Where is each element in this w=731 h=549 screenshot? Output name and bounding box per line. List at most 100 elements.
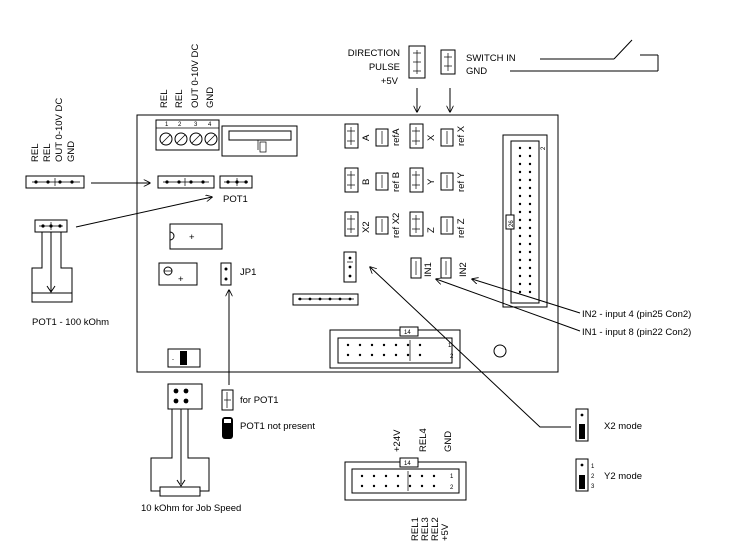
bottom-14pin-header: 14 1 2 <box>344 457 467 501</box>
bottom-label-rel3: REL3 <box>420 517 431 541</box>
axis-label-Y: Y <box>426 178 437 185</box>
jp1-jumper <box>220 262 232 286</box>
ref-label-X2: ref X2 <box>391 213 402 238</box>
board-rel2-label: REL <box>174 90 185 108</box>
axis-connector-Z: Z <box>409 211 437 237</box>
ref-connector-Z: ref Z <box>440 216 467 238</box>
terminal-number-2: 2 <box>178 122 182 128</box>
ref-connector-B: ref B <box>375 172 402 192</box>
svg-text:2: 2 <box>591 474 595 480</box>
ref-connector-X2: ref X2 <box>375 213 402 238</box>
direction-pulse-labels: DIRECTION PULSE +5V <box>348 48 400 87</box>
axis-label-B: B <box>361 179 372 185</box>
jumper-pot1-not-present <box>222 417 233 439</box>
ref-label-Z: ref Z <box>456 218 467 238</box>
board-4pin-connector <box>157 175 215 189</box>
axis-connector-X: X <box>409 123 437 149</box>
ref-label-X: ref X <box>456 125 467 146</box>
ref-label-A: refA <box>391 128 402 146</box>
board-rel1-label: REL <box>159 90 170 108</box>
ref-label-Y: ref Y <box>456 171 467 192</box>
svg-text:-: - <box>172 357 174 363</box>
jumper-pot1-not-present-label: POT1 not present <box>240 421 315 432</box>
board-out-label: OUT 0-10V DC <box>190 44 201 108</box>
left-labels: REL REL OUT 0-10V DC GND <box>30 98 77 162</box>
axis-label-Z: Z <box>426 227 437 233</box>
axis-connector-B: B <box>344 167 372 193</box>
board-outline <box>136 114 559 373</box>
svg-text:3: 3 <box>591 484 595 490</box>
switch-in-connector <box>440 49 456 75</box>
board-diode: - <box>167 348 201 368</box>
left-gnd-label: GND <box>66 141 77 162</box>
job-speed-resistor <box>150 409 210 497</box>
in1-label: IN1 <box>423 262 434 277</box>
bottom-bottom-labels: REL1 REL3 REL2 +5V <box>410 517 451 541</box>
jumper-for-pot1 <box>221 389 234 411</box>
board-header-pin1: 1 <box>448 343 452 349</box>
terminal-number-1: 1 <box>165 122 169 128</box>
in1-connector: IN1 <box>410 257 434 279</box>
ref-label-B: ref B <box>391 172 402 192</box>
left-out-label: OUT 0-10V DC <box>54 98 65 162</box>
x2-mode-jumper <box>575 408 589 442</box>
jumper-for-pot1-label: for POT1 <box>240 395 279 406</box>
y2-mode-label: Y2 mode <box>604 471 642 482</box>
ref-connector-X: ref X <box>440 125 467 147</box>
job-speed-label: 10 kOhm for Job Speed <box>141 503 241 514</box>
bottom-header-pin2: 2 <box>450 485 454 491</box>
left-4pin-connector <box>25 175 85 189</box>
con2-pin-top: 2 <box>541 146 547 150</box>
svg-text:+: + <box>189 232 195 243</box>
bottom-label-rel1: REL1 <box>410 517 421 541</box>
in2-arrow <box>472 279 581 314</box>
switch-symbol <box>510 39 659 72</box>
axis-label-X2: X2 <box>361 221 372 233</box>
axis-connector-Y: Y <box>409 167 437 193</box>
board-trimmer: + <box>158 262 198 286</box>
screw-terminal-block: 1 2 3 4 <box>155 119 220 151</box>
pot1-resistor <box>31 232 73 303</box>
board-6pin-header <box>292 293 359 306</box>
pot1-resistor-label: POT1 - 100 kOhm <box>32 317 109 328</box>
pot1-arrow <box>75 197 212 228</box>
mode-jumper-board <box>343 251 357 283</box>
left-rel2-label: REL <box>42 144 53 162</box>
pot1-board-connector <box>219 175 253 189</box>
bottom-label-rel4: REL4 <box>418 428 429 452</box>
con2-pin-mid: 26 <box>509 220 515 227</box>
switch-gnd-label: GND <box>466 66 487 77</box>
board-top-labels: REL REL OUT 0-10V DC GND <box>159 44 216 108</box>
jp1-label: JP1 <box>240 267 256 278</box>
in1-arrow <box>436 279 581 332</box>
axis-connector-X2: X2 <box>344 211 372 237</box>
plus5v-label: +5V <box>381 76 399 87</box>
board-14pin-header: 14 1 2 <box>329 326 461 369</box>
bottom-label-24v: +24V <box>392 429 403 452</box>
board-gnd-label: GND <box>205 87 216 108</box>
ref-connector-Y: ref Y <box>440 171 467 192</box>
pot1-external-connector <box>34 219 68 233</box>
x2-mode-arrow <box>370 267 571 428</box>
switch-in-labels: SWITCH IN GND <box>466 53 516 77</box>
axis-label-A: A <box>361 134 372 141</box>
bottom-label-rel2: REL2 <box>430 517 441 541</box>
con2-connector: 2 26 <box>502 134 548 308</box>
bottom-label-5v: +5V <box>440 523 451 541</box>
in2-description: IN2 - input 4 (pin25 Con2) <box>582 309 691 320</box>
board-header-pin2: 2 <box>450 354 454 360</box>
bottom-label-gnd: GND <box>443 431 454 452</box>
x2-mode-label: X2 mode <box>604 421 642 432</box>
switch-in-label: SWITCH IN <box>466 53 516 64</box>
direction-label: DIRECTION <box>348 48 400 59</box>
axis-connector-A: A <box>344 123 372 149</box>
board-header-label: 14 <box>404 330 411 336</box>
terminal-number-3: 3 <box>194 122 198 128</box>
bottom-header-pin1: 1 <box>450 474 454 480</box>
axis-label-X: X <box>426 134 437 141</box>
y2-mode-jumper: 1 2 3 <box>575 458 595 492</box>
in2-connector: IN2 <box>440 257 469 279</box>
mounting-hole <box>493 344 507 358</box>
svg-text:1: 1 <box>591 464 595 470</box>
